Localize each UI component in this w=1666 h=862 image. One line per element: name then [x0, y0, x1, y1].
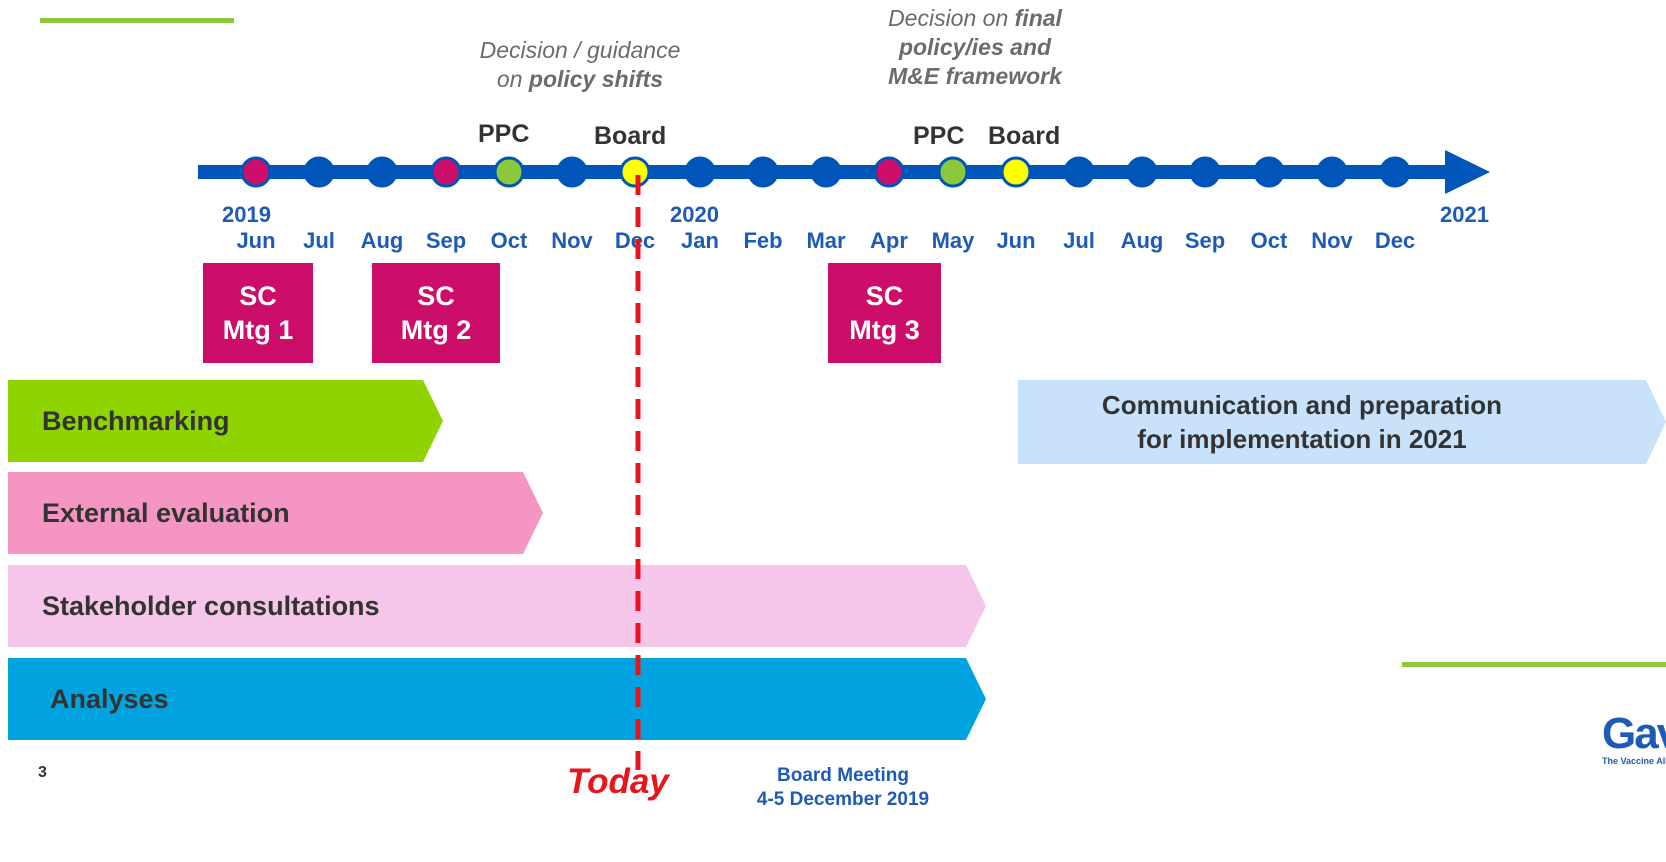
- milestone-dot: [430, 156, 462, 188]
- today-marker-line: [635, 175, 641, 770]
- milestone-dot: [619, 156, 651, 188]
- month-label: Jun: [996, 228, 1036, 253]
- today-label: Today: [567, 762, 669, 801]
- gavi-logo-wordmark: Gavi: [1602, 712, 1666, 758]
- month-label: Aug: [360, 228, 404, 253]
- timeline: [198, 150, 1490, 194]
- milestone-dot: [1189, 156, 1221, 188]
- event-board-2: Board: [988, 122, 1061, 150]
- milestone-dot: [747, 156, 779, 188]
- milestone-dot: [937, 156, 969, 188]
- note-policy-shifts-line1: Decision / guidance: [479, 37, 681, 63]
- top-accent-line: [40, 18, 234, 23]
- milestone-dot: [366, 156, 398, 188]
- milestone-dot: [873, 156, 905, 188]
- month-label: Apr: [870, 228, 908, 253]
- milestone-dot: [1126, 156, 1158, 188]
- milestone-dot: [1379, 156, 1411, 188]
- event-ppc-1: PPC: [478, 120, 530, 148]
- month-label: Jan: [681, 228, 719, 253]
- month-label: Aug: [1120, 228, 1164, 253]
- note-final-policy: Decision on final policy/ies and M&E fra…: [888, 5, 1062, 89]
- timeline-milestones: [240, 156, 1411, 188]
- year-2019: 2019: [222, 202, 271, 227]
- milestone-dot: [240, 156, 272, 188]
- milestone-dot: [303, 156, 335, 188]
- gavi-logo: Gavi The Vaccine Alliance: [1602, 712, 1666, 772]
- month-label: Sep: [1184, 228, 1226, 253]
- milestone-dot: [556, 156, 588, 188]
- milestone-dot: [810, 156, 842, 188]
- milestone-dot: [1063, 156, 1095, 188]
- sc-meeting-1: SC Mtg 1: [203, 263, 313, 363]
- workstream-analyses: Analyses: [8, 658, 986, 740]
- milestone-dot: [1316, 156, 1348, 188]
- communication-block: Communication and preparation for implem…: [1018, 380, 1666, 464]
- month-label: May: [931, 228, 975, 253]
- event-board-1: Board: [594, 122, 667, 150]
- page-number: 3: [38, 764, 47, 781]
- workstream-benchmarking: Benchmarking: [8, 380, 443, 462]
- month-label: Nov: [1311, 228, 1353, 253]
- bottom-accent-line: [1402, 662, 1666, 667]
- month-label: Jun: [236, 228, 276, 253]
- event-ppc-2: PPC: [913, 122, 965, 150]
- note-policy-shifts: Decision / guidance on policy shifts: [430, 36, 730, 94]
- year-2021: 2021: [1440, 202, 1489, 227]
- gavi-logo-tagline: The Vaccine Alliance: [1602, 756, 1666, 766]
- sc-meeting-3: SC Mtg 3: [828, 263, 941, 363]
- workstream-stakeholder-consultations: Stakeholder consultations: [8, 565, 986, 647]
- timeline-arrowhead: [1445, 150, 1490, 194]
- month-label: Feb: [743, 228, 783, 253]
- sc-meeting-2: SC Mtg 2: [372, 263, 500, 363]
- milestone-dot: [1253, 156, 1285, 188]
- month-label: Sep: [425, 228, 467, 253]
- month-label: Jul: [303, 228, 335, 253]
- milestone-dot: [684, 156, 716, 188]
- month-label: Jul: [1063, 228, 1095, 253]
- month-label: Oct: [1250, 228, 1288, 253]
- month-label: Dec: [614, 228, 656, 253]
- month-label: Dec: [1374, 228, 1416, 253]
- month-label: Mar: [806, 228, 846, 253]
- year-2020: 2020: [670, 202, 719, 227]
- board-meeting-label: Board Meeting 4-5 December 2019: [756, 765, 930, 810]
- month-label: Nov: [551, 228, 593, 253]
- month-label: Oct: [490, 228, 528, 253]
- milestone-dot: [1000, 156, 1032, 188]
- milestone-dot: [493, 156, 525, 188]
- workstream-external-evaluation: External evaluation: [8, 472, 543, 554]
